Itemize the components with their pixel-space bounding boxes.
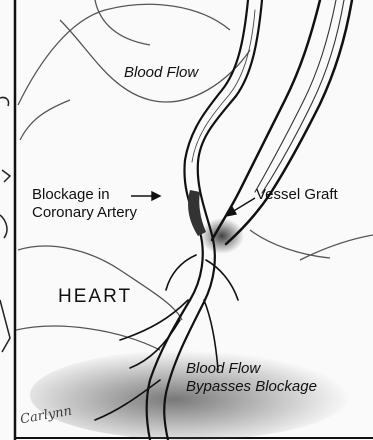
blockage-label-line2: Coronary Artery (32, 204, 137, 222)
blood-flow-label: Blood Flow (124, 64, 198, 82)
blockage-label-line1: Blockage in (32, 186, 137, 204)
bypass-label-line2: Bypasses Blockage (186, 378, 317, 396)
bypass-label-line1: Blood Flow (186, 360, 317, 378)
vessel-graft-label: Vessel Graft (256, 186, 338, 204)
blockage-label: Blockage in Coronary Artery (32, 186, 137, 222)
left-edge-fragments (0, 97, 10, 352)
bypass-label: Blood Flow Bypasses Blockage (186, 360, 317, 396)
heart-label: HEART (58, 288, 132, 306)
blockage-plaque (188, 190, 206, 236)
